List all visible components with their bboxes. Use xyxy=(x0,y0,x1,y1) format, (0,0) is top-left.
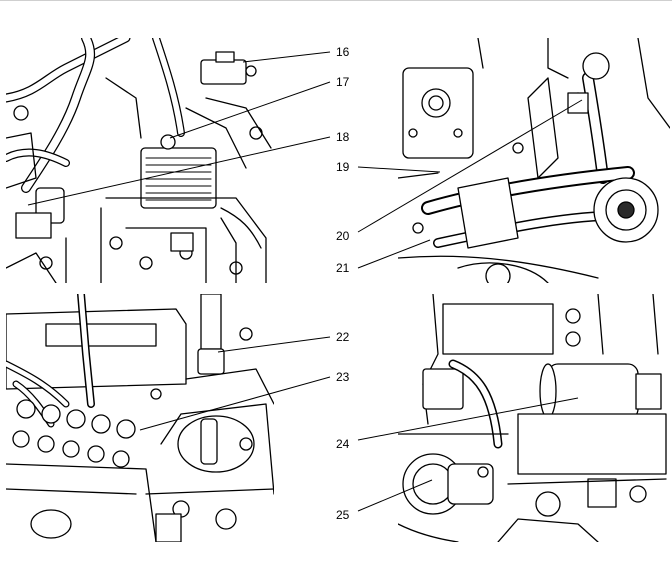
engine-illustration-top-left xyxy=(6,38,272,283)
top-rule xyxy=(0,0,672,1)
callout-18: 18 xyxy=(336,130,350,144)
panel-bottom-left-engine-view xyxy=(6,294,274,542)
callout-19: 19 xyxy=(336,160,350,174)
leader-line-25 xyxy=(357,479,433,512)
leader-line-21 xyxy=(357,239,431,269)
callout-16: 16 xyxy=(336,45,350,59)
leader-line-18 xyxy=(27,136,331,206)
callout-22: 22 xyxy=(336,330,350,344)
panel-top-left-engine-view xyxy=(6,38,274,283)
leader-line-20 xyxy=(357,99,583,233)
callout-24: 24 xyxy=(336,437,350,451)
callout-21: 21 xyxy=(336,261,350,275)
leader-line-17 xyxy=(169,81,331,139)
callout-20: 20 xyxy=(336,229,350,243)
engine-illustration-bottom-left xyxy=(6,294,274,542)
callout-25: 25 xyxy=(336,508,350,522)
leader-line-23 xyxy=(139,376,331,431)
leader-line-19 xyxy=(357,166,441,173)
engine-illustration-bottom-right xyxy=(398,294,667,542)
leader-line-22 xyxy=(217,336,331,353)
leader-line-16 xyxy=(242,51,331,63)
callout-17: 17 xyxy=(336,75,350,89)
callout-23: 23 xyxy=(336,370,350,384)
engine-illustration-top-right xyxy=(398,38,670,283)
leader-line-24 xyxy=(357,397,579,441)
panel-bottom-right-engine-view xyxy=(398,294,670,542)
panel-top-right-engine-view xyxy=(398,38,670,283)
